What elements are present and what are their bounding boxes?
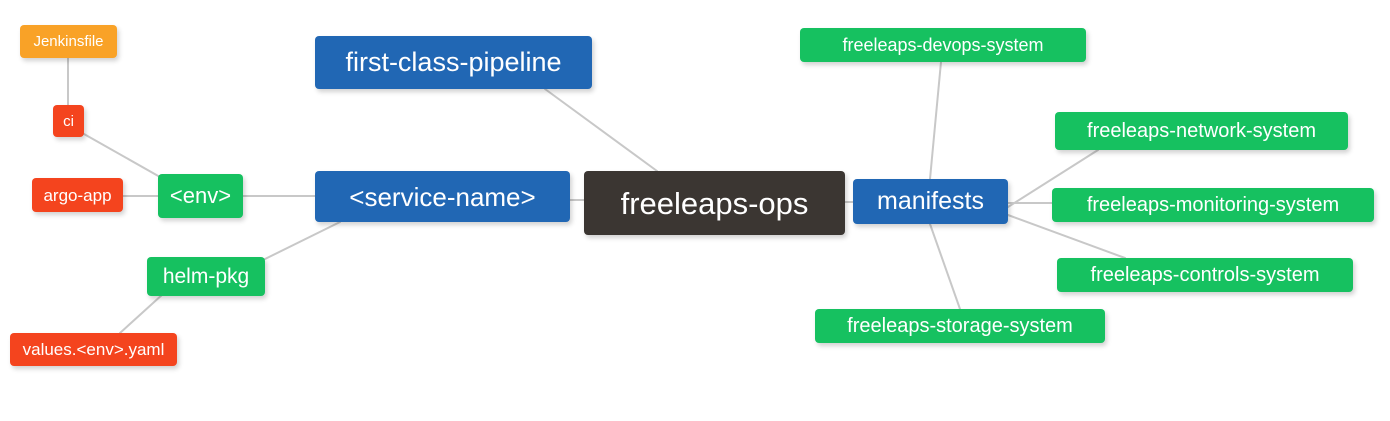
node-ci[interactable]: ci [53,105,84,137]
node-freeleaps-ops[interactable]: freeleaps-ops [584,171,845,235]
edge-manifests-to-network-system [1007,149,1099,208]
node-manifests[interactable]: manifests [853,179,1008,224]
edge-helm-pkg-to-values-yaml [119,293,164,334]
edge-first-class-pipeline-to-freeleaps-ops [544,88,658,172]
edge-manifests-to-controls-system [1007,214,1126,259]
node-first-class-pipeline[interactable]: first-class-pipeline [315,36,592,89]
edge-manifests-to-devops-system [929,61,942,180]
node-jenkinsfile[interactable]: Jenkinsfile [20,25,117,58]
node-values-yaml[interactable]: values.<env>.yaml [10,333,177,366]
node-controls-system[interactable]: freeleaps-controls-system [1057,258,1353,292]
edge-service-name-to-helm-pkg [264,221,341,260]
node-monitoring-system[interactable]: freeleaps-monitoring-system [1052,188,1374,222]
edge-manifests-to-storage-system [929,223,961,310]
node-storage-system[interactable]: freeleaps-storage-system [815,309,1105,343]
node-helm-pkg[interactable]: helm-pkg [147,257,265,296]
node-devops-system[interactable]: freeleaps-devops-system [800,28,1086,62]
node-env[interactable]: <env> [158,174,243,218]
node-network-system[interactable]: freeleaps-network-system [1055,112,1348,150]
edge-ci-to-env [83,133,161,178]
node-service-name[interactable]: <service-name> [315,171,570,222]
node-argo-app[interactable]: argo-app [32,178,123,212]
